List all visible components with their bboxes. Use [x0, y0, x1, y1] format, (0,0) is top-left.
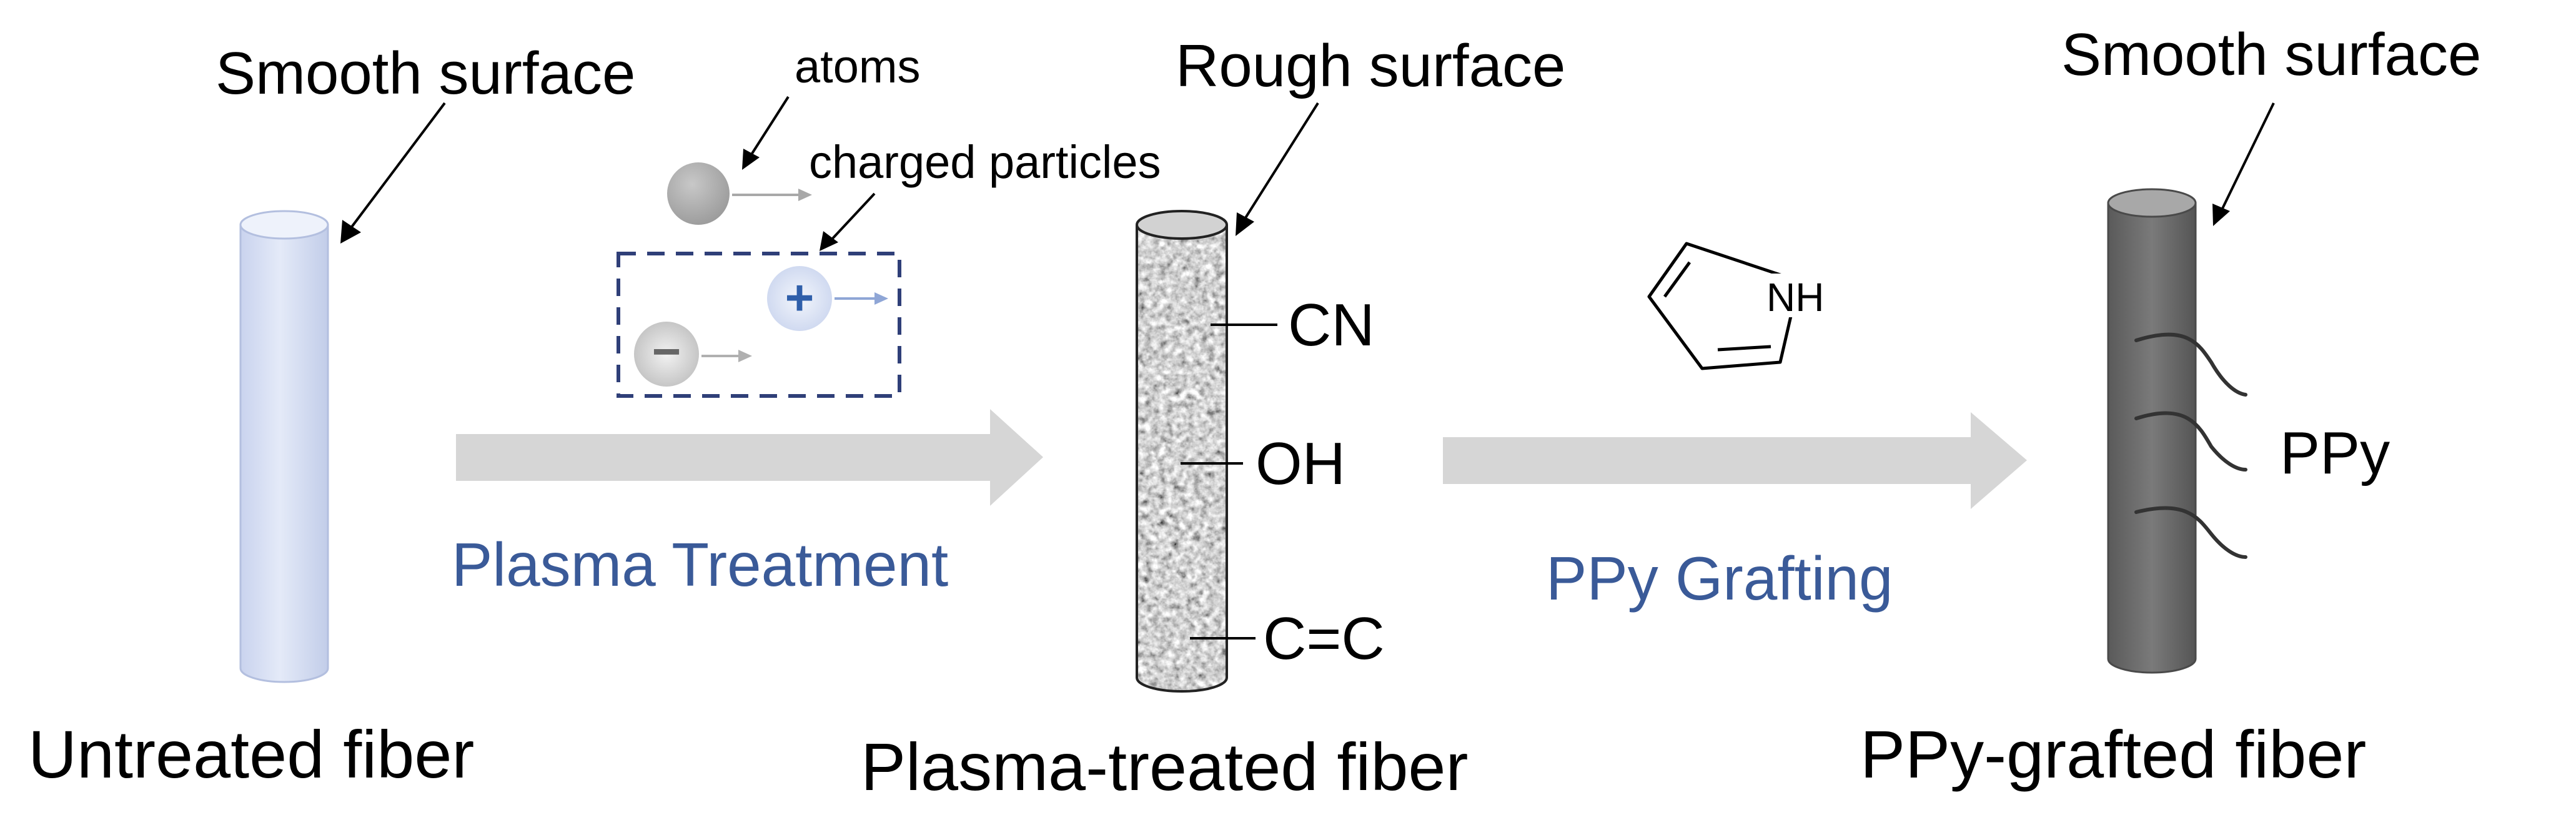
untreated-fiber-caption: Untreated fiber — [28, 716, 474, 792]
ppy-chain-1 — [2134, 332, 2247, 397]
plasma-treated-fiber-caption: Plasma-treated fiber — [861, 729, 1468, 804]
grafted-surface-pointer — [2219, 102, 2275, 213]
atoms-pointer — [748, 96, 790, 159]
rough-surface-label: Rough surface — [1176, 32, 1565, 99]
negative-particle — [634, 322, 699, 387]
atoms-arrowhead — [742, 149, 760, 170]
charged-particles-box — [617, 252, 901, 398]
untreated-surface-arrowhead — [340, 220, 361, 244]
pyrrole-double-bond-1 — [1663, 261, 1692, 298]
positive-symbol: + — [785, 270, 815, 325]
charged-particles-arrowhead — [820, 231, 838, 251]
charged-particles-label: charged particles — [809, 136, 1161, 188]
pyrrole-structure: NH — [1647, 242, 1830, 370]
positive-motion-arrowhead — [874, 292, 888, 305]
nh-label-backdrop — [1761, 274, 1830, 317]
plasma-treatment-arrow — [456, 409, 1043, 506]
ppy-grafted-fiber-caption: PPy-grafted fiber — [1860, 716, 2366, 792]
ppy-grafting-arrow — [1443, 412, 2027, 509]
charged-particles-pointer — [830, 192, 876, 242]
atoms-label: atoms — [795, 41, 921, 92]
atom-motion-arrowhead — [798, 189, 812, 201]
untreated-fiber-group: Smooth surface Untreated fiber — [28, 40, 635, 792]
negative-motion-arrowhead — [738, 350, 752, 362]
plasma-treatment-label: Plasma Treatment — [452, 530, 948, 599]
plasma-treated-fiber-top — [1136, 210, 1228, 240]
cn-group-label: CN — [1288, 292, 1375, 358]
untreated-surface-label: Smooth surface — [215, 40, 635, 107]
cc-group-label: C=C — [1263, 605, 1385, 672]
positive-particle — [767, 266, 832, 331]
ppy-grafted-fiber-top — [2107, 188, 2197, 218]
ppy-grafted-fiber-group: Smooth surface PPy PPy-grafted fiber — [1860, 21, 2481, 792]
ppy-chain-2 — [2134, 411, 2247, 472]
ppy-chain-3 — [2134, 506, 2247, 559]
plasma-treatment-arrow-group: Plasma Treatment — [452, 409, 1043, 599]
ppy-grafting-label: PPy Grafting — [1546, 544, 1893, 613]
atom-particle — [667, 162, 730, 225]
untreated-surface-pointer — [347, 102, 446, 232]
plasma-treated-fiber-outline — [1136, 225, 1228, 693]
ppy-grafting-arrow-group: PPy Grafting — [1443, 412, 2027, 613]
grafted-surface-arrowhead — [2212, 204, 2230, 226]
oh-group-label: OH — [1256, 430, 1345, 497]
negative-symbol: − — [652, 324, 681, 379]
pyrrole-nh-label: NH — [1766, 275, 1824, 320]
ppy-grafted-fiber-body — [2107, 202, 2197, 674]
rough-surface-arrowhead — [1236, 212, 1254, 236]
ppy-chain-label: PPy — [2280, 420, 2390, 487]
grafted-surface-label: Smooth surface — [2061, 21, 2481, 88]
plasma-treated-fiber-group: Rough surface CN OH C=C Plasma-treated f… — [861, 32, 1565, 804]
plasma-treated-fiber-body — [1137, 211, 1227, 691]
rough-surface-pointer — [1242, 102, 1319, 223]
pyrrole-double-bond-2 — [1717, 345, 1771, 352]
untreated-fiber-top — [239, 210, 329, 240]
untreated-fiber-body — [239, 224, 329, 683]
plasma-species-group: atoms charged particles + − — [617, 41, 1161, 398]
